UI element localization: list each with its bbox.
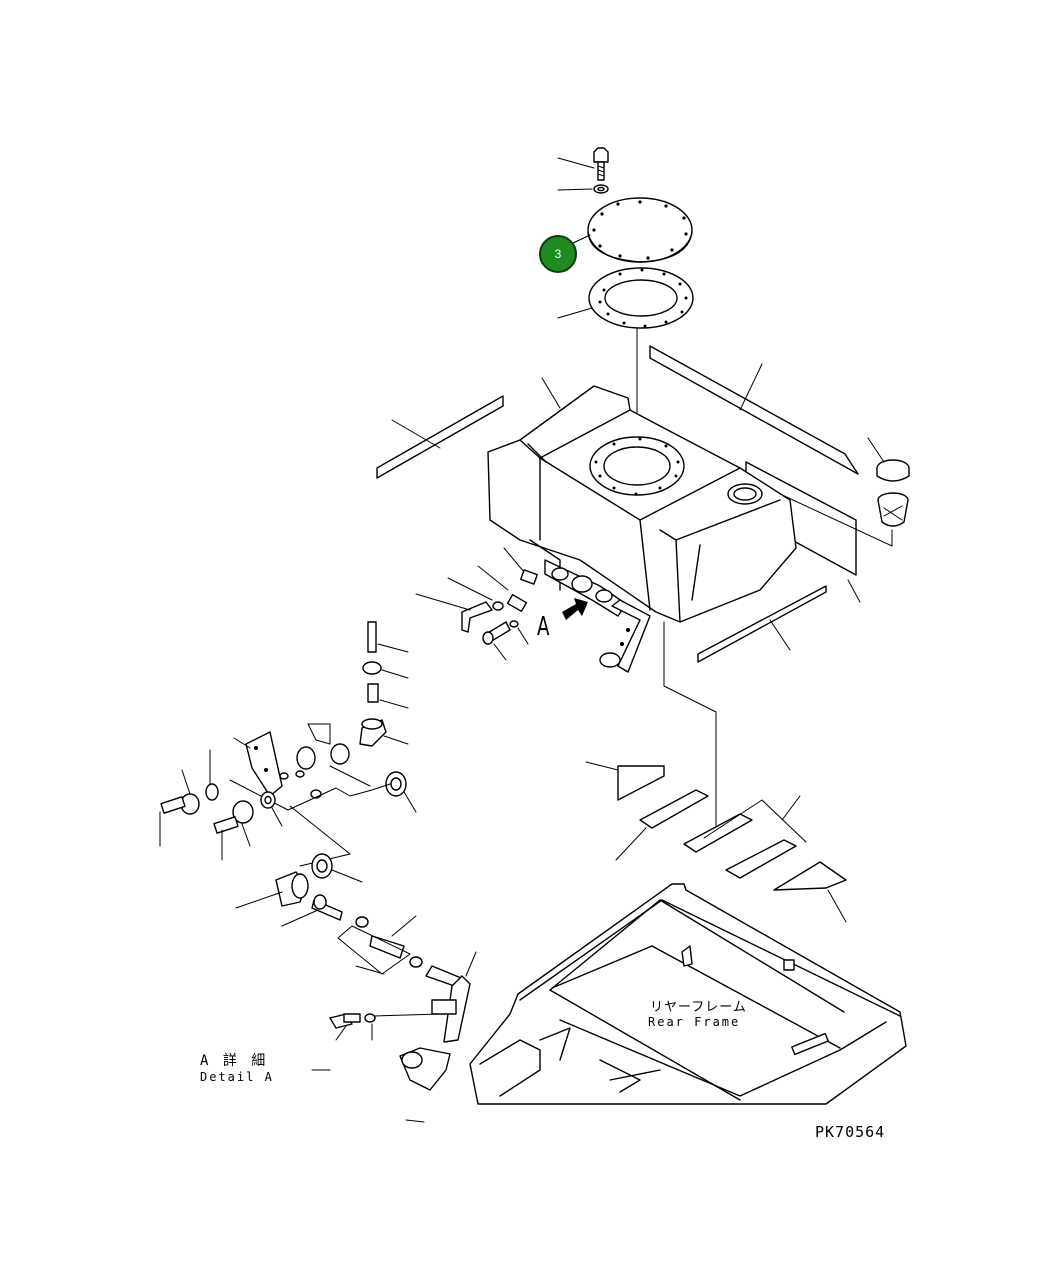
cover-washer bbox=[557, 184, 609, 194]
detail-a-label-jp: A 詳 細 bbox=[200, 1053, 269, 1069]
plate-center bbox=[683, 813, 753, 853]
detail-a-label-en: Detail A bbox=[200, 1070, 274, 1084]
plate-wedge bbox=[773, 861, 847, 923]
detail-a-pipe bbox=[367, 621, 409, 653]
drawing-code: PK70564 bbox=[815, 1123, 886, 1141]
view-a-label: A bbox=[537, 612, 550, 642]
strip-lower bbox=[697, 585, 827, 663]
strip-upper-left bbox=[376, 395, 504, 479]
rear-frame-label-jp: リヤーフレーム bbox=[650, 1000, 747, 1015]
fuel-strainer bbox=[779, 492, 909, 547]
callout-3[interactable]: 3 bbox=[539, 235, 577, 273]
drain-valve-assembly bbox=[544, 559, 651, 673]
rear-frame bbox=[469, 883, 907, 1105]
detail-a-nipple bbox=[367, 683, 409, 709]
fuel-cap bbox=[867, 437, 910, 482]
plate-left-lower bbox=[615, 789, 709, 861]
strip-upper-right bbox=[649, 345, 859, 475]
cover-bolt bbox=[557, 147, 609, 181]
detail-a-adapters bbox=[229, 723, 391, 811]
detail-a-elbow bbox=[359, 718, 409, 747]
detail-a-clamp bbox=[362, 661, 409, 679]
detail-a-bottom-fittings bbox=[235, 871, 477, 1123]
detail-a-leader bbox=[663, 621, 717, 831]
tank-gasket bbox=[557, 267, 694, 437]
fuel-tank bbox=[487, 377, 797, 623]
plate-right bbox=[703, 795, 807, 879]
tank-cover-plate bbox=[572, 197, 693, 263]
plate-left-upper bbox=[585, 761, 665, 801]
drain-bracket-parts bbox=[415, 547, 538, 661]
detail-a-lower-fittings bbox=[159, 749, 363, 883]
detail-a-gasket-ring bbox=[385, 771, 417, 813]
rear-frame-label-en: Rear Frame bbox=[648, 1015, 741, 1029]
